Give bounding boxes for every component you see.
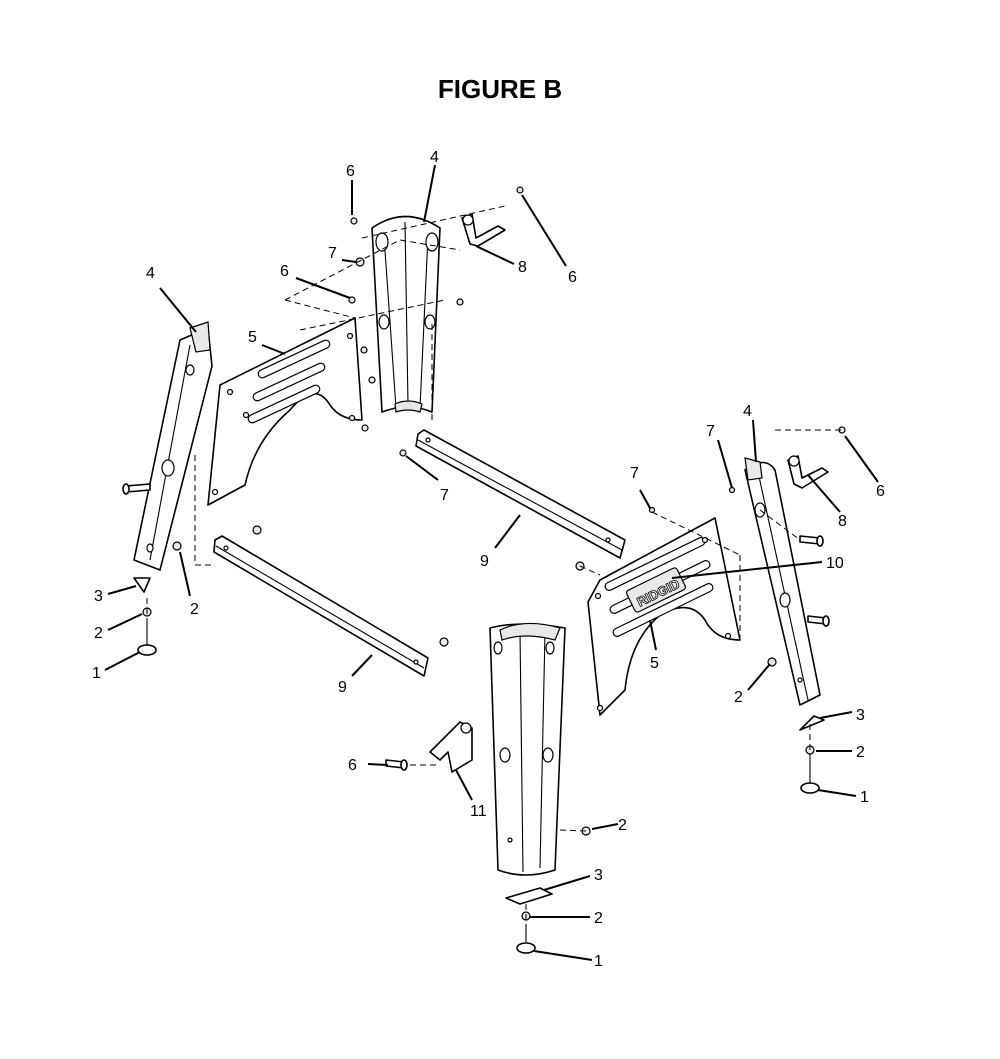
- callout-label: 2: [856, 744, 865, 761]
- screw: [516, 186, 524, 194]
- callout-label: 9: [480, 553, 489, 570]
- callout-label: 6: [348, 757, 357, 774]
- callout-label: 1: [594, 953, 603, 970]
- assembly-lines: [146, 205, 842, 926]
- right-leg: [744, 457, 821, 706]
- callout-label: 2: [94, 625, 103, 642]
- callout-label: 6: [280, 263, 289, 280]
- screw: [456, 298, 464, 306]
- callout-label: 5: [650, 655, 659, 672]
- back-rail: [415, 429, 626, 559]
- callout-labels: 6 4 7 6 8 6 4 5 7 3 2 2 1 9 9 7 7 4 6 8 …: [92, 149, 885, 970]
- bolt: [385, 759, 408, 771]
- nut: [360, 346, 368, 354]
- bolt: [799, 535, 824, 547]
- screw: [348, 296, 356, 304]
- callout-label: 4: [146, 265, 155, 282]
- callout-label: 2: [190, 601, 199, 618]
- front-left-rail: [213, 535, 429, 677]
- bolt: [807, 615, 830, 627]
- nut: [172, 541, 182, 551]
- callout-label: 2: [734, 689, 743, 706]
- callout-label: 7: [440, 487, 449, 504]
- callout-label: 7: [630, 465, 639, 482]
- leveling-glide: [800, 758, 820, 794]
- right-side-panel: RIDGID: [587, 517, 741, 716]
- callout-label: 2: [594, 910, 603, 927]
- front-leg: [489, 622, 566, 876]
- corner-brace: [133, 577, 151, 593]
- callout-label: 6: [568, 269, 577, 286]
- callout-label: 4: [743, 403, 752, 420]
- callout-label: 4: [430, 149, 439, 166]
- callout-label: 6: [346, 163, 355, 180]
- screw: [350, 217, 358, 225]
- bolt: [122, 483, 151, 495]
- left-side-panel: [207, 317, 363, 506]
- nut: [399, 449, 407, 457]
- callout-label: 1: [92, 665, 101, 682]
- callout-label: 11: [470, 803, 487, 820]
- nut: [252, 525, 262, 535]
- callout-label: 8: [838, 513, 847, 530]
- nut: [439, 637, 449, 647]
- corner-brace: [799, 715, 825, 731]
- nut: [368, 376, 376, 384]
- callout-label: 3: [856, 707, 865, 724]
- callout-label: 10: [826, 555, 844, 572]
- callout-label: 7: [328, 245, 337, 262]
- right-leg-bracket: [787, 455, 829, 489]
- corner-brace: [505, 887, 553, 905]
- callout-label: 9: [338, 679, 347, 696]
- nut: [361, 424, 369, 432]
- callout-label: 6: [876, 483, 885, 500]
- callout-label: 5: [248, 329, 257, 346]
- figure-title: FIGURE B: [437, 74, 563, 104]
- callout-label: 3: [594, 867, 603, 884]
- callout-label: 7: [706, 423, 715, 440]
- leveling-glide: [137, 620, 157, 656]
- callout-label: 2: [618, 817, 627, 834]
- back-leg-bracket: [461, 213, 506, 247]
- leader-lines: [104, 164, 879, 961]
- screw: [648, 506, 656, 514]
- callout-label: 8: [518, 259, 527, 276]
- callout-label: 3: [94, 588, 103, 605]
- back-leg: [371, 215, 441, 413]
- hardware: [122, 186, 846, 954]
- front-leg-bracket: [429, 721, 473, 773]
- callout-label: 1: [860, 789, 869, 806]
- leveling-glide: [516, 924, 536, 954]
- screw: [728, 486, 736, 494]
- left-leg: [133, 321, 213, 571]
